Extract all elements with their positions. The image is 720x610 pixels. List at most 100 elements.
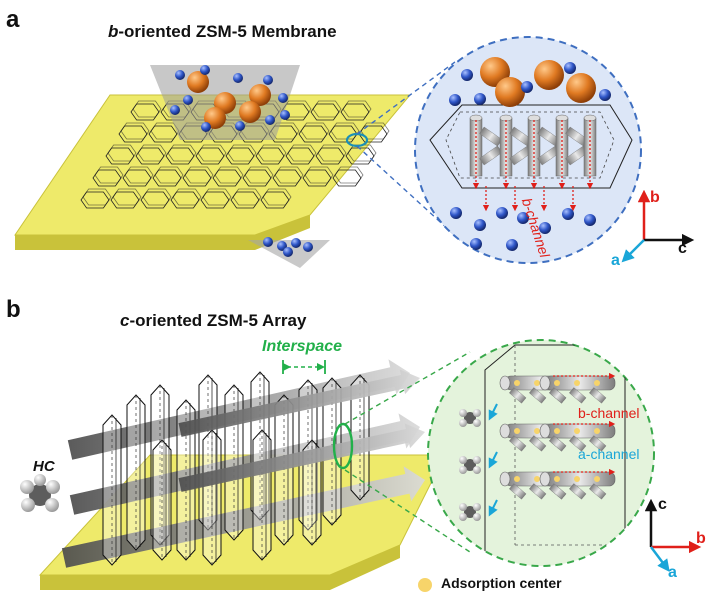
axis-b-b-label: b	[696, 530, 706, 547]
small-molecule	[470, 238, 482, 250]
membrane-substrate-side	[15, 215, 310, 250]
axis-a-c-label: c	[678, 240, 687, 257]
adsorption-site	[594, 428, 600, 434]
membrane-crystal-back	[172, 188, 202, 206]
zigzag-a-channel	[569, 483, 587, 500]
membrane-crystal-back	[154, 166, 184, 184]
zigzag-a-channel	[509, 387, 527, 404]
hc-label: HC	[33, 458, 55, 475]
panel-a-title-rest: -oriented ZSM-5 Membrane	[118, 22, 337, 41]
axis-a-b-label: b	[650, 189, 660, 206]
bulky-molecule	[495, 77, 525, 107]
panel-b	[20, 339, 702, 592]
bulky-molecule	[534, 60, 564, 90]
zigzag-a-channel	[509, 435, 527, 452]
feed-molecules	[170, 65, 290, 132]
membrane-substrate-top	[14, 94, 412, 236]
membrane-crystal-back	[317, 144, 347, 162]
zigzag-a-channel	[529, 387, 547, 404]
adsorption-site	[514, 428, 520, 434]
hc-hydrogen	[473, 513, 481, 521]
small-molecule	[584, 214, 596, 226]
adsorption-site	[534, 476, 540, 482]
panel-b-title-italic: c	[120, 311, 130, 330]
a-channel-arrow	[488, 403, 498, 421]
membrane-crystal-back	[120, 122, 150, 140]
zigzag-a-channel	[549, 435, 567, 452]
small-molecule	[303, 242, 313, 252]
small-molecule	[263, 237, 273, 247]
inset-b-b-channel-label: b-channel	[578, 405, 640, 421]
small-molecule	[474, 219, 486, 231]
straight-channel	[583, 117, 597, 177]
zigzag-a-channel	[509, 483, 527, 500]
panel-b-title-rest: -oriented ZSM-5 Array	[129, 311, 307, 330]
hc-molecule	[20, 474, 60, 512]
zigzag-a-channel	[569, 435, 587, 452]
array-inset-content	[459, 344, 626, 566]
membrane-crystal-back	[342, 100, 372, 118]
array-zoom-marker	[332, 422, 354, 470]
panel-b-letter: b	[6, 296, 21, 323]
small-molecule	[183, 95, 193, 105]
hc-hydrogen	[459, 466, 467, 474]
flow-arrows-front	[178, 369, 425, 492]
hc-hydrogen	[473, 409, 481, 417]
small-molecule	[291, 238, 301, 248]
adsorption-site	[574, 380, 580, 386]
panel-a-letter: a	[6, 6, 20, 33]
panel-b-title: c-oriented ZSM-5 Array	[120, 311, 306, 331]
small-molecule	[564, 62, 576, 74]
membrane-crystal-back	[132, 100, 162, 118]
hc-carbon	[464, 506, 476, 518]
small-molecule	[449, 94, 461, 106]
hc-hydrogen	[459, 419, 467, 427]
channel-end	[499, 423, 511, 439]
interspace-bracket	[282, 360, 326, 374]
hc-hydrogen	[459, 456, 467, 464]
axis-b-a-label: a	[668, 564, 677, 581]
crystal-pillar	[224, 384, 244, 541]
small-molecule	[263, 75, 273, 85]
small-molecule	[474, 93, 486, 105]
membrane-crystal-back	[107, 144, 137, 162]
channel-end	[539, 375, 551, 391]
membrane-crystal-back	[197, 144, 227, 162]
panel-a-title-italic: b	[108, 22, 119, 41]
flow-arrow	[67, 359, 410, 460]
array-zoom-line-upper	[344, 351, 471, 425]
a-channel-arrow	[488, 499, 498, 517]
small-molecule	[562, 208, 574, 220]
zigzag-a-channel	[529, 435, 547, 452]
zigzag-a-channel	[589, 435, 607, 452]
bulky-molecule	[187, 71, 209, 93]
zigzag-a-channel	[549, 483, 567, 500]
bulky-molecule	[566, 73, 596, 103]
flow-arrow-highlight	[178, 423, 425, 492]
hc-hydrogen	[459, 503, 467, 511]
membrane-crystal-back	[184, 166, 214, 184]
membrane-crystal-back	[124, 166, 154, 184]
small-molecule	[461, 69, 473, 81]
membrane-crystal-back	[330, 122, 360, 140]
membrane-crystal-back	[244, 166, 274, 184]
straight-channel	[527, 117, 541, 177]
inset-b-a-channel-label: a-channel	[578, 446, 640, 462]
membrane-crystal-back	[137, 144, 167, 162]
zigzag-a-channel	[589, 483, 607, 500]
small-molecule	[200, 65, 210, 75]
bulky-molecule	[239, 101, 261, 123]
straight-channel	[555, 117, 569, 177]
membrane-crystal-back	[227, 144, 257, 162]
adsorption-site	[554, 380, 560, 386]
membrane-crystal-back	[94, 166, 124, 184]
small-molecule	[278, 93, 288, 103]
panel-a	[14, 36, 642, 268]
hc-carbon	[464, 412, 476, 424]
adsorption-site	[554, 428, 560, 434]
interspace-label: Interspace	[262, 338, 343, 355]
adsorption-legend-dot	[418, 578, 432, 592]
axis-b-c-label: c	[658, 496, 667, 513]
